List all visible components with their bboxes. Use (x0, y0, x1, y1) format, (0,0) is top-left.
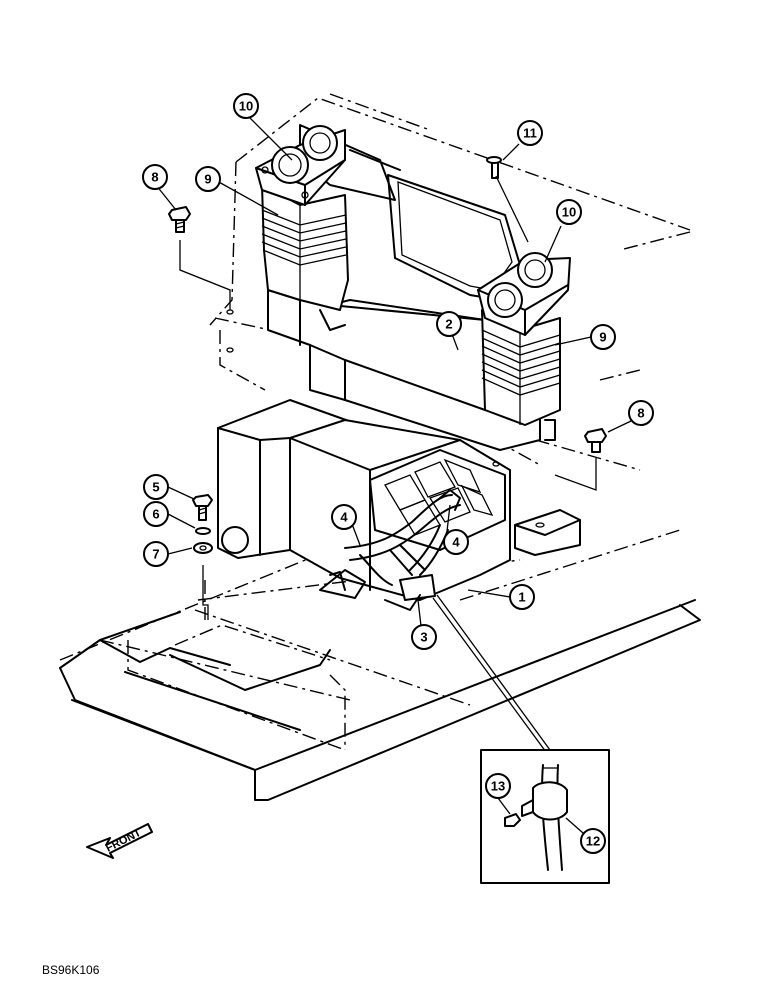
front-label: FRONT (104, 827, 143, 855)
callout-13-label: 13 (491, 779, 505, 794)
lower-base-frame (59, 529, 701, 801)
callout-7: 7 (143, 541, 169, 567)
fastener-stack (192, 494, 213, 620)
front-direction-arrow: FRONT (86, 823, 153, 859)
callout-5: 5 (143, 474, 169, 500)
callout-10-top: 10 (233, 93, 259, 119)
callout-11-label: 11 (523, 126, 537, 141)
figure-code: BS96K106 (42, 963, 100, 977)
callout-8-right: 8 (628, 400, 654, 426)
callout-10-label: 10 (562, 205, 576, 220)
callout-9-left: 9 (195, 166, 221, 192)
callout-3: 3 (411, 624, 437, 650)
callout-9-right: 9 (590, 324, 616, 350)
callout-4-right: 4 (443, 529, 469, 555)
bellows-left (261, 184, 349, 311)
callout-2: 2 (436, 311, 462, 337)
callout-3-label: 3 (420, 630, 427, 645)
callout-9-label: 9 (204, 172, 211, 187)
callout-6: 6 (143, 501, 169, 527)
filter-cap-right (477, 252, 571, 336)
callout-4-label: 4 (452, 535, 460, 550)
callout-11: 11 (517, 120, 543, 146)
callout-13: 13 (485, 773, 511, 799)
side-bracket (514, 509, 581, 556)
callout-2-label: 2 (445, 317, 452, 332)
callout-1: 1 (509, 584, 535, 610)
callout-7-label: 7 (152, 547, 159, 562)
detail-inset (480, 749, 610, 884)
callout-12: 12 (580, 828, 606, 854)
screw-11 (486, 156, 529, 243)
callout-12-label: 12 (586, 834, 600, 849)
callout-6-label: 6 (152, 507, 159, 522)
callout-4-left: 4 (331, 504, 357, 530)
callout-1-label: 1 (518, 590, 525, 605)
bolt-8-right (492, 428, 607, 491)
callout-10-label: 10 (239, 99, 253, 114)
callout-8-label: 8 (637, 406, 644, 421)
callout-10-right: 10 (556, 199, 582, 225)
callout-9-label: 9 (599, 330, 606, 345)
bolt-8-left (168, 206, 234, 353)
callout-5-label: 5 (152, 480, 159, 495)
callout-4-label: 4 (340, 510, 348, 525)
filter-cap-left (255, 125, 346, 206)
callout-8-left: 8 (142, 164, 168, 190)
callout-8-label: 8 (151, 170, 158, 185)
